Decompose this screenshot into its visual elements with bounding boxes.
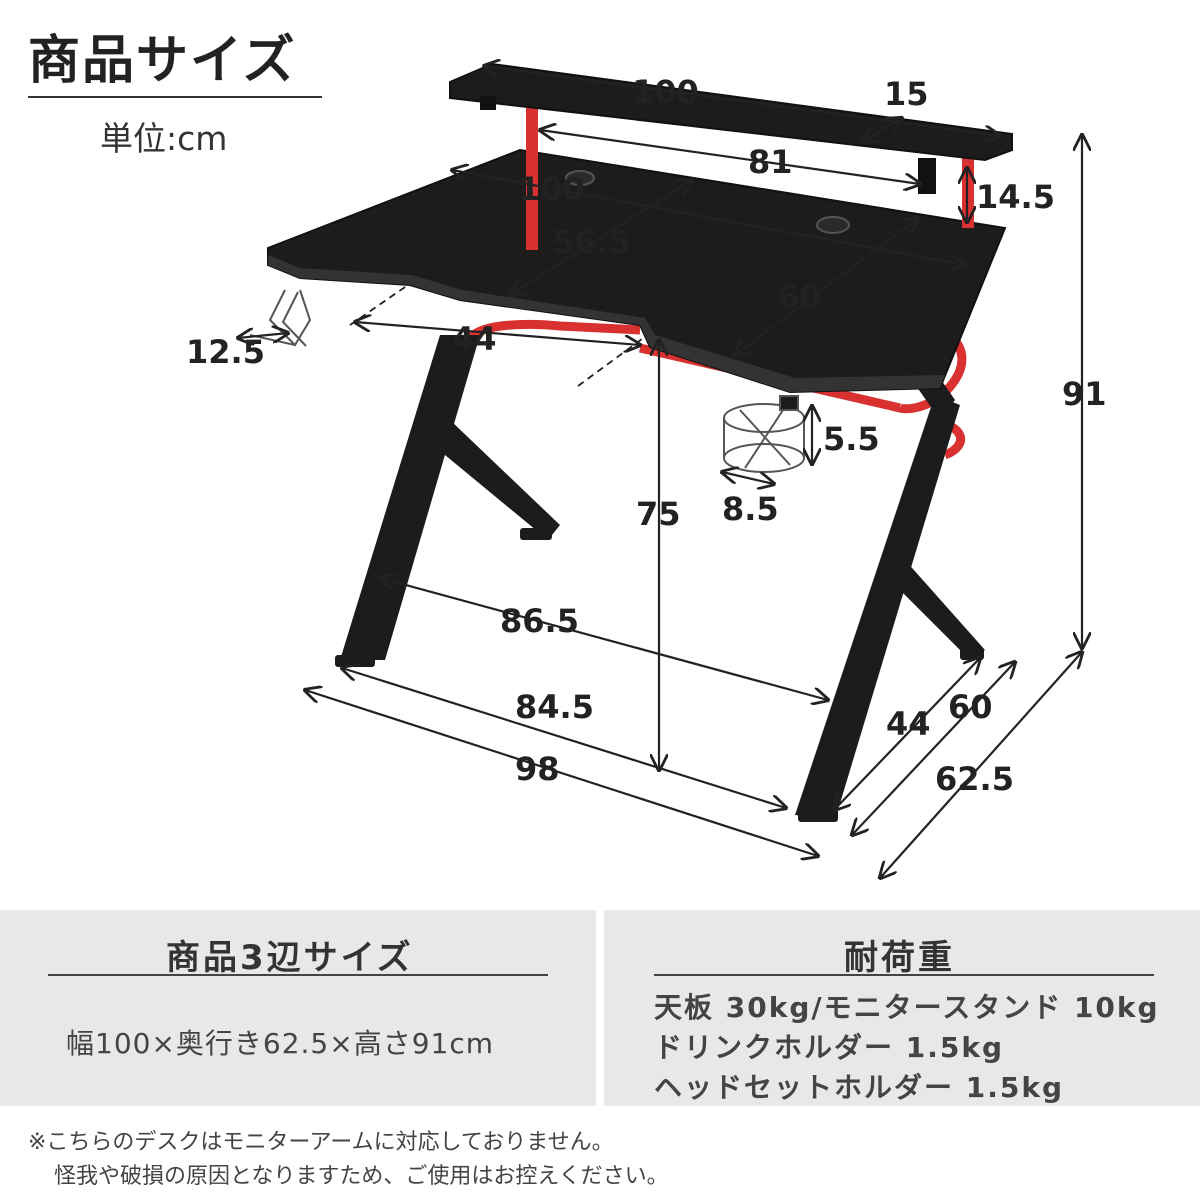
dim-cutout-width: 44	[452, 320, 497, 358]
load-panel-heading: 耐荷重	[844, 938, 955, 978]
dim-side-inner-depth: 44	[886, 705, 931, 743]
dim-top-width: 100	[518, 170, 585, 208]
load-panel	[604, 910, 1200, 1106]
load-line-top: 天板 30kg/モニタースタンド 10kg	[654, 991, 1160, 1024]
dim-top-notch: 56.5	[552, 223, 631, 261]
desk-diagram: 100 15 81 14.5 100 56.5 60 12.5 44 91 5.…	[186, 0, 1107, 900]
dim-cup-height: 5.5	[823, 420, 880, 458]
dim-cup-diameter: 8.5	[722, 490, 779, 528]
dim-top-depth: 60	[777, 278, 822, 316]
dim-side-depth: 60	[948, 688, 993, 726]
load-line-drink: ドリンクホルダー 1.5kg	[654, 1031, 1005, 1064]
dim-desk-height: 75	[636, 495, 681, 533]
title-underline	[28, 96, 322, 98]
dim-stand-width: 100	[632, 73, 699, 111]
size-panel-text: 幅100×奥行き62.5×高さ91cm	[66, 1027, 495, 1060]
dimension-lines	[238, 66, 1082, 878]
dim-stand-depth: 15	[884, 75, 929, 113]
dim-stand-inner-width: 81	[748, 143, 793, 181]
dim-total-height: 91	[1062, 375, 1107, 413]
extension-lines	[349, 284, 647, 387]
footer-note-2: 怪我や破損の原因となりますため、ご使用はお控えください。	[54, 1164, 669, 1189]
load-panel-rule	[654, 974, 1154, 976]
dim-headset-hook: 12.5	[186, 333, 265, 371]
dim-leg-inner-width: 86.5	[500, 602, 579, 640]
dim-base-width: 98	[515, 750, 560, 788]
size-panel-rule	[48, 974, 548, 976]
footer-note-1: ※こちらのデスクはモニターアームに対応しておりません。	[28, 1130, 614, 1155]
dim-total-depth: 62.5	[935, 760, 1014, 798]
load-line-headset: ヘッドセットホルダー 1.5kg	[654, 1071, 1065, 1104]
size-panel-heading: 商品3辺サイズ	[166, 938, 414, 978]
page-title: 商品サイズ	[28, 31, 297, 91]
size-panel	[0, 910, 596, 1106]
unit-label: 単位:cm	[100, 119, 228, 158]
dim-foot-inner-width: 84.5	[515, 688, 594, 726]
desk-top	[267, 148, 1007, 394]
dim-stand-height: 14.5	[976, 178, 1055, 216]
cup-holder	[723, 395, 805, 473]
